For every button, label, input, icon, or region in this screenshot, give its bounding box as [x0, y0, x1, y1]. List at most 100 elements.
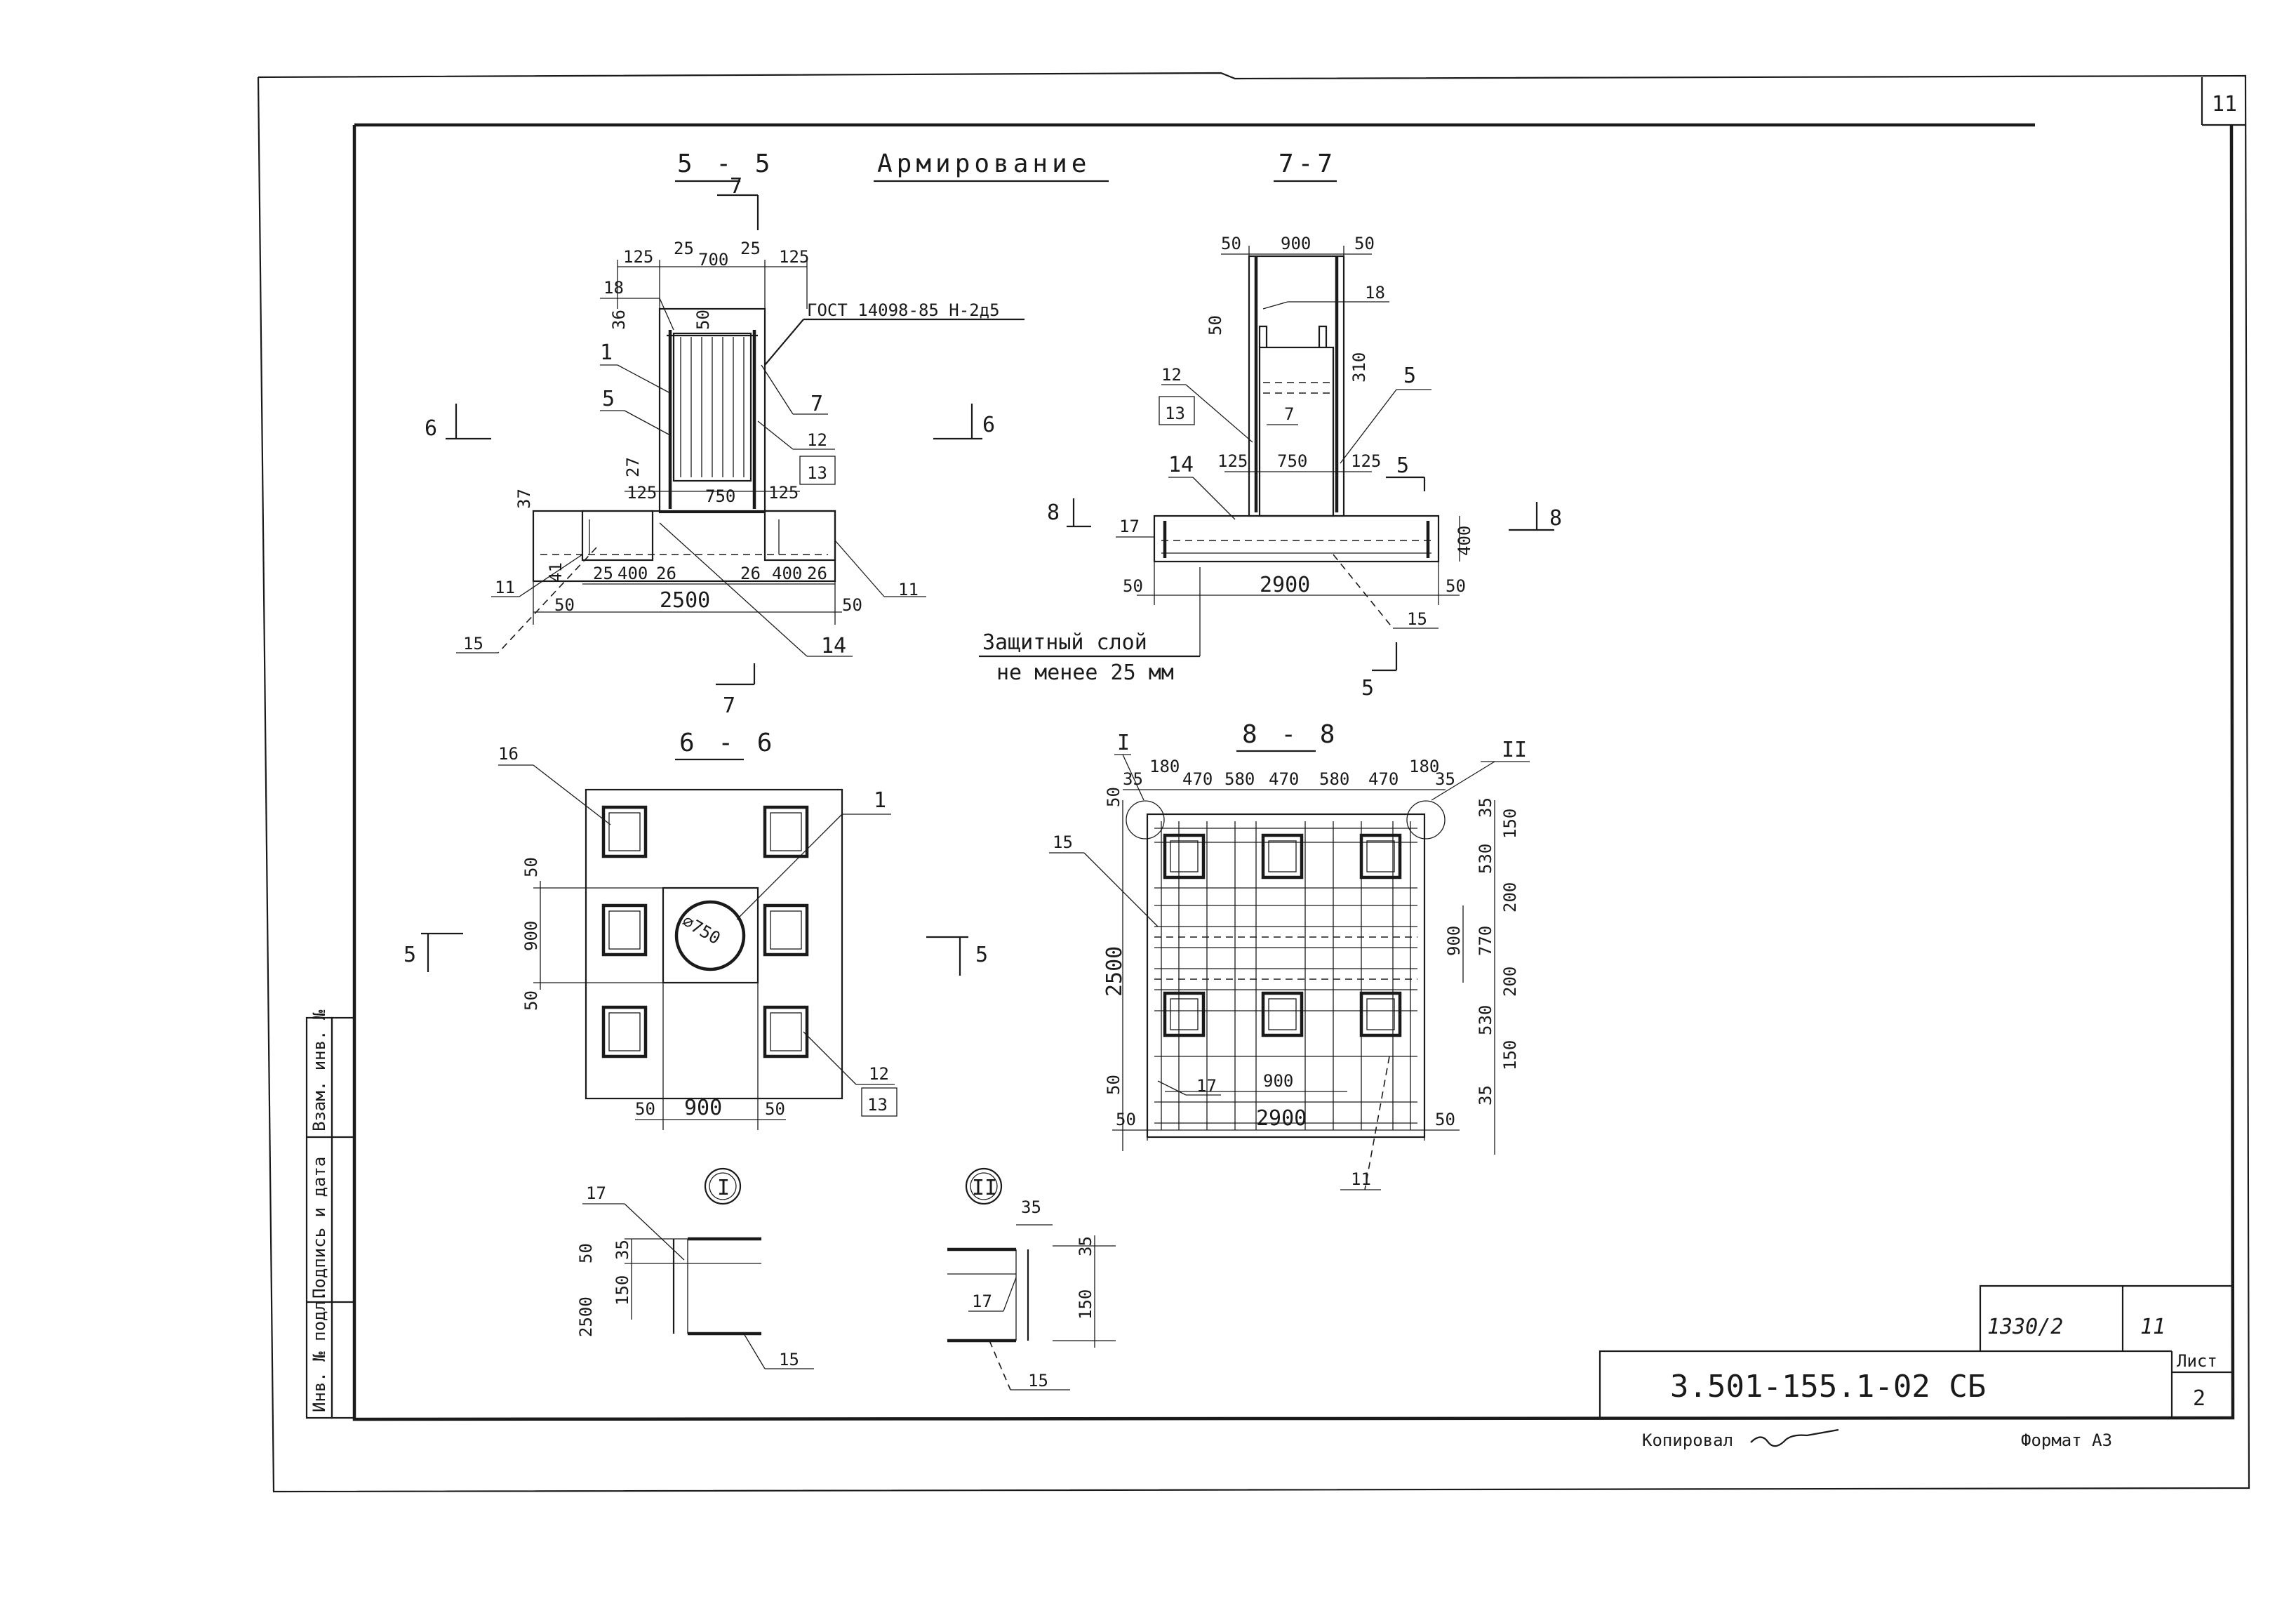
dim-6-6-bottom-1: 900	[684, 1096, 722, 1120]
callout-7-7-14: 14	[1168, 453, 1194, 477]
cut-6-left: 6	[425, 416, 437, 441]
dim-7-7-v-1: 310	[1349, 352, 1369, 383]
dim-8-8-top-4: 470	[1269, 769, 1299, 789]
dim-8-8-top-6: 470	[1368, 769, 1399, 789]
copied-by-label: Копировал	[1642, 1431, 1733, 1450]
dim-5-5-inner-1: 750	[705, 486, 735, 506]
dim-7-7-overall-0: 50	[1123, 576, 1143, 596]
callout-5-5-18: 18	[603, 278, 624, 298]
dim-7-7-top-1: 900	[1281, 234, 1311, 253]
callout-8-8-17: 17	[1196, 1076, 1217, 1096]
dim-7-7-inner-2: 125	[1351, 451, 1381, 471]
cut-8-right: 8	[1549, 506, 1562, 531]
dim-node-II-0: 35	[1021, 1197, 1041, 1217]
dim-node-I-2: 150	[613, 1275, 632, 1306]
dim-8-8-right-8: 35	[1476, 1085, 1495, 1106]
diameter-750: ⌀750	[679, 911, 723, 948]
dim-7-7-inner-1: 750	[1277, 451, 1307, 471]
callout-5-5-11-right: 11	[898, 580, 919, 599]
dim-5-5-overall-1: 2500	[660, 588, 710, 613]
dim-5-5-overall-0: 50	[554, 595, 575, 615]
section-5-5-title: 5 - 5	[677, 150, 774, 178]
dim-5-5-v-3: 37	[514, 489, 534, 509]
document-code: 3.501-155.1-02 СБ	[1670, 1369, 1986, 1405]
dim-8-8-top-8: 35	[1435, 769, 1455, 789]
dim-7-7-top-0: 50	[1221, 234, 1241, 253]
callout-node-II-17: 17	[972, 1292, 992, 1311]
cut-5-bottom: 5	[1361, 676, 1374, 701]
dim-5-5-top-3: 25	[740, 239, 761, 258]
stamp-replace-label: Взам. инв. №	[309, 1009, 329, 1131]
callout-6-6-12: 12	[869, 1064, 889, 1084]
dim-8-8-right-7: 150	[1500, 1040, 1520, 1070]
dim-7-7-overall-2: 50	[1446, 576, 1466, 596]
cut-5-right-6-6: 5	[975, 943, 988, 967]
dim-5-5-bottom-5: 26	[807, 564, 827, 583]
dim-8-8-overall-1: 2900	[1256, 1106, 1307, 1131]
copier-signature	[1750, 1428, 1839, 1447]
dim-6-6-bottom-0: 50	[635, 1099, 655, 1119]
dim-8-8-left-2: 50	[1104, 1075, 1123, 1095]
dim-5-5-bottom-2: 26	[656, 564, 676, 583]
section-8-8-title: 8 - 8	[1242, 720, 1339, 749]
dim-8-8-top-7: 180	[1409, 757, 1439, 776]
callout-7-7-18: 18	[1365, 283, 1385, 303]
callout-7-7-7: 7	[1284, 404, 1294, 424]
callout-7-7-5: 5	[1403, 364, 1416, 388]
node-I-label: I	[717, 1176, 730, 1200]
callout-7-7-12: 12	[1161, 365, 1182, 385]
section-7-7-title: 7-7	[1279, 150, 1337, 178]
dim-node-II-1: 35	[1076, 1236, 1095, 1256]
dim-5-5-bottom-0: 25	[593, 564, 613, 583]
inventory-number: 1330/2	[1987, 1315, 2063, 1339]
cut-6-right: 6	[982, 413, 995, 437]
node-mark-I: I	[1117, 731, 1130, 755]
dim-6-6-left-2: 50	[521, 990, 541, 1011]
section-7-7: 7-7 50 900 50 50 310 400 125 750 125 50	[979, 150, 1562, 701]
inventory-page: 11	[2140, 1315, 2165, 1339]
callout-node-II-15: 15	[1028, 1371, 1048, 1390]
cut-5-right: 5	[1396, 453, 1409, 478]
dim-6-6-left-1: 900	[521, 921, 541, 951]
callout-5-5-13: 13	[807, 463, 827, 483]
dim-7-7-v-2: 400	[1455, 526, 1474, 556]
callout-5-5-15: 15	[463, 634, 483, 653]
cut-8-left: 8	[1047, 500, 1060, 525]
cut-7-top: 7	[730, 174, 742, 199]
column-rebars	[667, 330, 758, 509]
dim-8-8-right-6: 530	[1476, 1005, 1495, 1035]
node-II-detail: II 35 35 150 17 15	[947, 1167, 1116, 1390]
stamp-sign-label: Подпись и дата	[309, 1157, 329, 1299]
dim-5-5-inner-2: 125	[768, 483, 799, 503]
callout-5-5-11-left: 11	[495, 578, 515, 597]
dim-8-8-left-1: 2500	[1102, 946, 1127, 997]
section-6-6-title: 6 - 6	[679, 729, 776, 757]
dim-5-5-v-2: 27	[623, 457, 643, 477]
dim-8-8-top-3: 580	[1224, 769, 1255, 789]
dim-5-5-inner-0: 125	[627, 483, 657, 503]
callout-5-5-1: 1	[600, 340, 613, 365]
node-I-detail: I 50 35 150 2500 17 15	[576, 1167, 814, 1369]
section-6-6: 6 - 6 ⌀750 50 900 50 50 900 50 16	[403, 729, 988, 1130]
drawing-title: Армирование	[877, 150, 1090, 178]
protect-note-line-2: не менее 25 мм	[996, 661, 1174, 685]
section-5-5: 5 - 5 7	[425, 150, 1024, 718]
dim-5-5-bottom-3: 26	[740, 564, 761, 583]
dim-5-5-top-0: 125	[623, 247, 653, 267]
dim-6-6-bottom-2: 50	[765, 1099, 785, 1119]
callout-7-7-17: 17	[1119, 517, 1140, 536]
gost-note: ГОСТ 14098-85 Н-2д5	[807, 300, 1000, 320]
side-stamp: Инв. № подл. Подпись и дата Взам. инв. №	[305, 1009, 356, 1419]
dim-node-I-1: 35	[613, 1240, 632, 1260]
dim-6-6-left-0: 50	[521, 857, 541, 877]
rebar-mesh-8-8	[1154, 821, 1417, 1130]
callout-6-6-16: 16	[498, 744, 519, 764]
callout-5-5-5: 5	[602, 387, 615, 411]
callout-5-5-14: 14	[821, 634, 846, 658]
dim-8-8-right-3: 200	[1500, 882, 1520, 912]
callout-7-7-13: 13	[1165, 404, 1185, 423]
title-block: 1330/2 11 3.501-155.1-02 СБ Лист 2 Копир…	[1598, 1285, 2233, 1450]
dim-8-8-top-2: 470	[1182, 769, 1213, 789]
callout-node-I-15: 15	[779, 1350, 799, 1369]
